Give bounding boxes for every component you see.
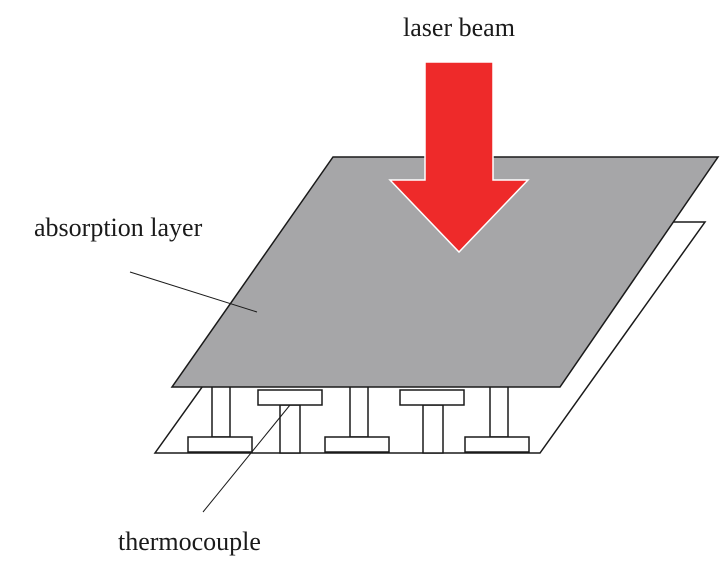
thermocouple-element [464,384,530,453]
thermocouple-element [324,384,390,453]
thermocouple-element [399,389,465,454]
absorption-layer-label: absorption layer [34,213,203,242]
laser-beam-arrow [388,61,530,254]
absorption-leader-line [129,271,258,313]
absorption-layer [170,156,720,388]
laser-beam-label: laser beam [403,13,515,42]
thermocouple-leader-line [202,404,291,513]
thermocouple-label: thermocouple [118,527,261,556]
